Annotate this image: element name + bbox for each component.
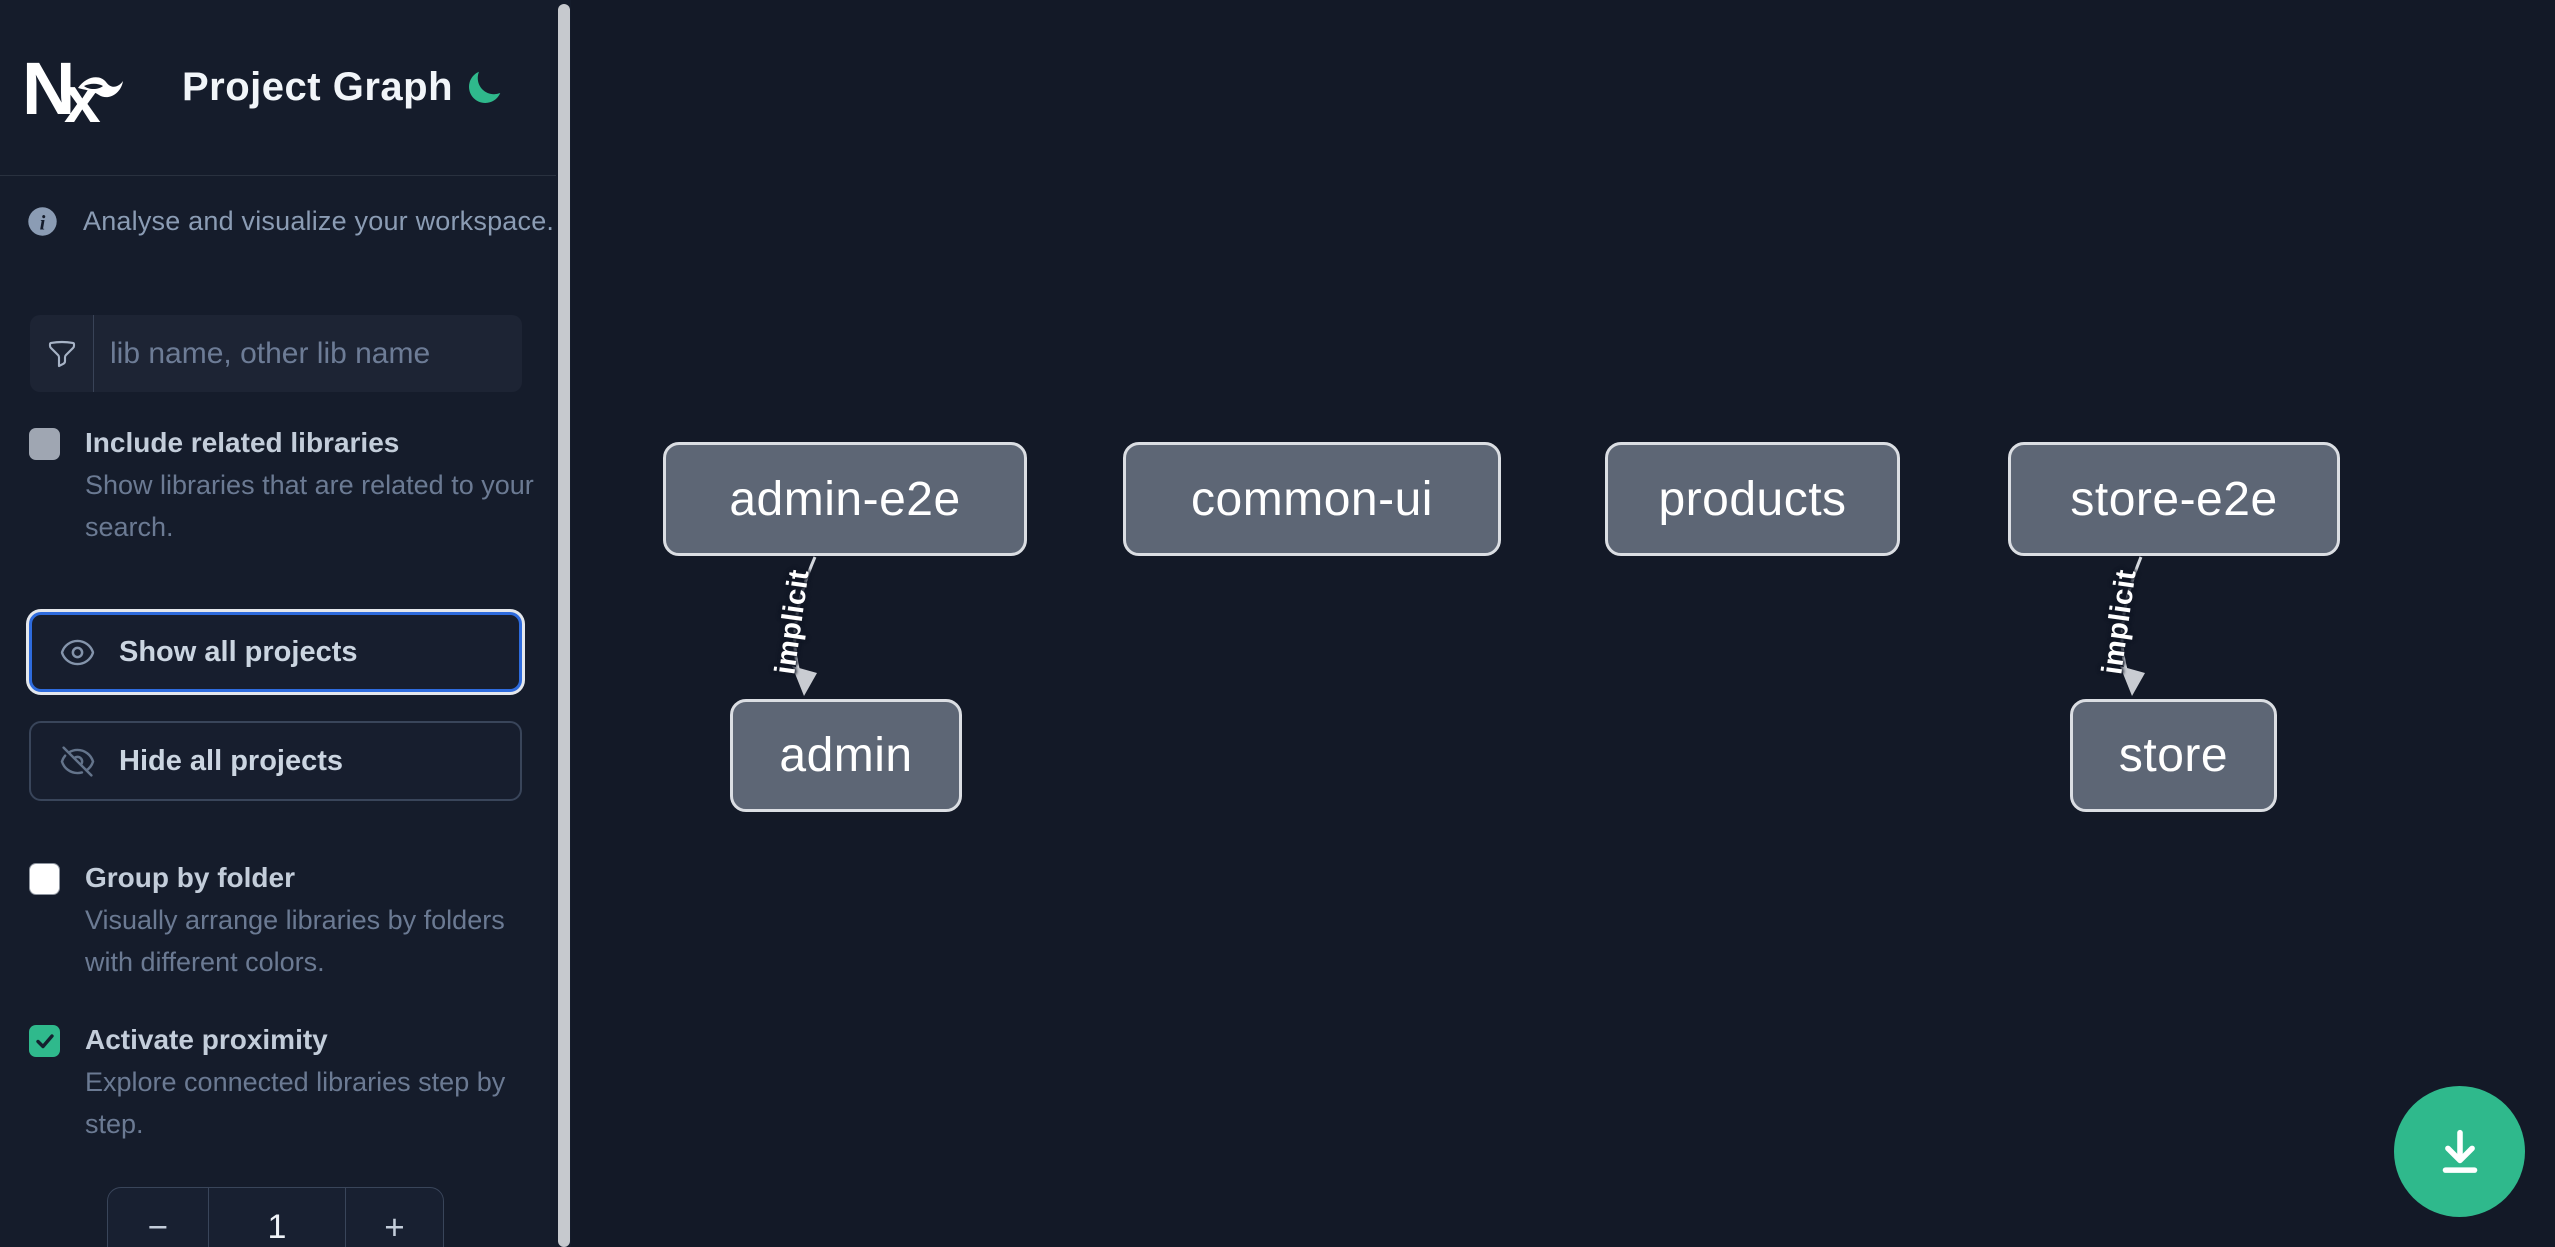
option-description: Show libraries that are related to your … — [85, 470, 534, 542]
option-description: Visually arrange libraries by folders wi… — [85, 905, 505, 977]
option-activate-proximity: Activate proximity Explore connected lib… — [0, 1021, 556, 1145]
option-group-by-folder: Group by folder Visually arrange librari… — [0, 859, 556, 983]
page-title: Project Graph — [182, 65, 454, 109]
proximity-depth-stepper: − 1 + — [107, 1187, 444, 1247]
sidebar-header: N x Project Graph — [0, 0, 556, 176]
theme-toggle-button[interactable] — [464, 68, 504, 108]
filter-search-box — [30, 315, 522, 392]
eye-slash-icon — [60, 745, 95, 777]
graph-node-products[interactable]: products — [1605, 442, 1900, 556]
show-all-projects-label: Show all projects — [119, 635, 358, 668]
svg-text:i: i — [40, 212, 46, 234]
workspace-info: i Analyse and visualize your workspace. — [0, 206, 556, 237]
group-by-folder-checkbox[interactable] — [29, 863, 60, 895]
sidebar: N x Project Graph i Analyse and visualiz… — [0, 0, 556, 1247]
sidebar-scrollbar — [556, 0, 571, 1247]
graph-node-store-e2e[interactable]: store-e2e — [2008, 442, 2340, 556]
funnel-icon — [30, 315, 94, 392]
search-input[interactable] — [94, 315, 522, 392]
proximity-depth-value: 1 — [208, 1188, 346, 1247]
graph-node-admin[interactable]: admin — [730, 699, 962, 812]
scrollbar-thumb[interactable] — [558, 4, 570, 1247]
option-label[interactable]: Group by folder — [85, 862, 295, 893]
option-include-related-libraries: Include related libraries Show libraries… — [0, 424, 556, 548]
moon-icon — [469, 71, 501, 103]
hide-all-projects-button[interactable]: Hide all projects — [29, 721, 522, 801]
graph-canvas[interactable] — [571, 0, 2555, 1247]
svg-text:x: x — [64, 62, 101, 124]
graph-node-store[interactable]: store — [2070, 699, 2277, 812]
option-label[interactable]: Activate proximity — [85, 1024, 328, 1055]
svg-text:N: N — [26, 52, 75, 124]
check-icon — [35, 1034, 54, 1049]
decrement-button[interactable]: − — [108, 1188, 208, 1247]
eye-icon — [60, 639, 95, 665]
include-related-checkbox[interactable] — [29, 428, 60, 460]
download-graph-button[interactable] — [2394, 1086, 2525, 1217]
activate-proximity-checkbox[interactable] — [29, 1025, 60, 1057]
increment-button[interactable]: + — [346, 1188, 443, 1247]
graph-node-common-ui[interactable]: common-ui — [1123, 442, 1501, 556]
graph-node-admin-e2e[interactable]: admin-e2e — [663, 442, 1027, 556]
option-description: Explore connected libraries step by step… — [85, 1067, 506, 1139]
option-label[interactable]: Include related libraries — [85, 427, 400, 458]
download-icon — [2442, 1129, 2477, 1173]
hide-all-projects-label: Hide all projects — [119, 744, 344, 777]
show-all-projects-button[interactable]: Show all projects — [29, 612, 522, 692]
info-icon: i — [28, 207, 57, 236]
nx-logo: N x — [26, 52, 123, 124]
workspace-info-text: Analyse and visualize your workspace. — [83, 206, 555, 236]
